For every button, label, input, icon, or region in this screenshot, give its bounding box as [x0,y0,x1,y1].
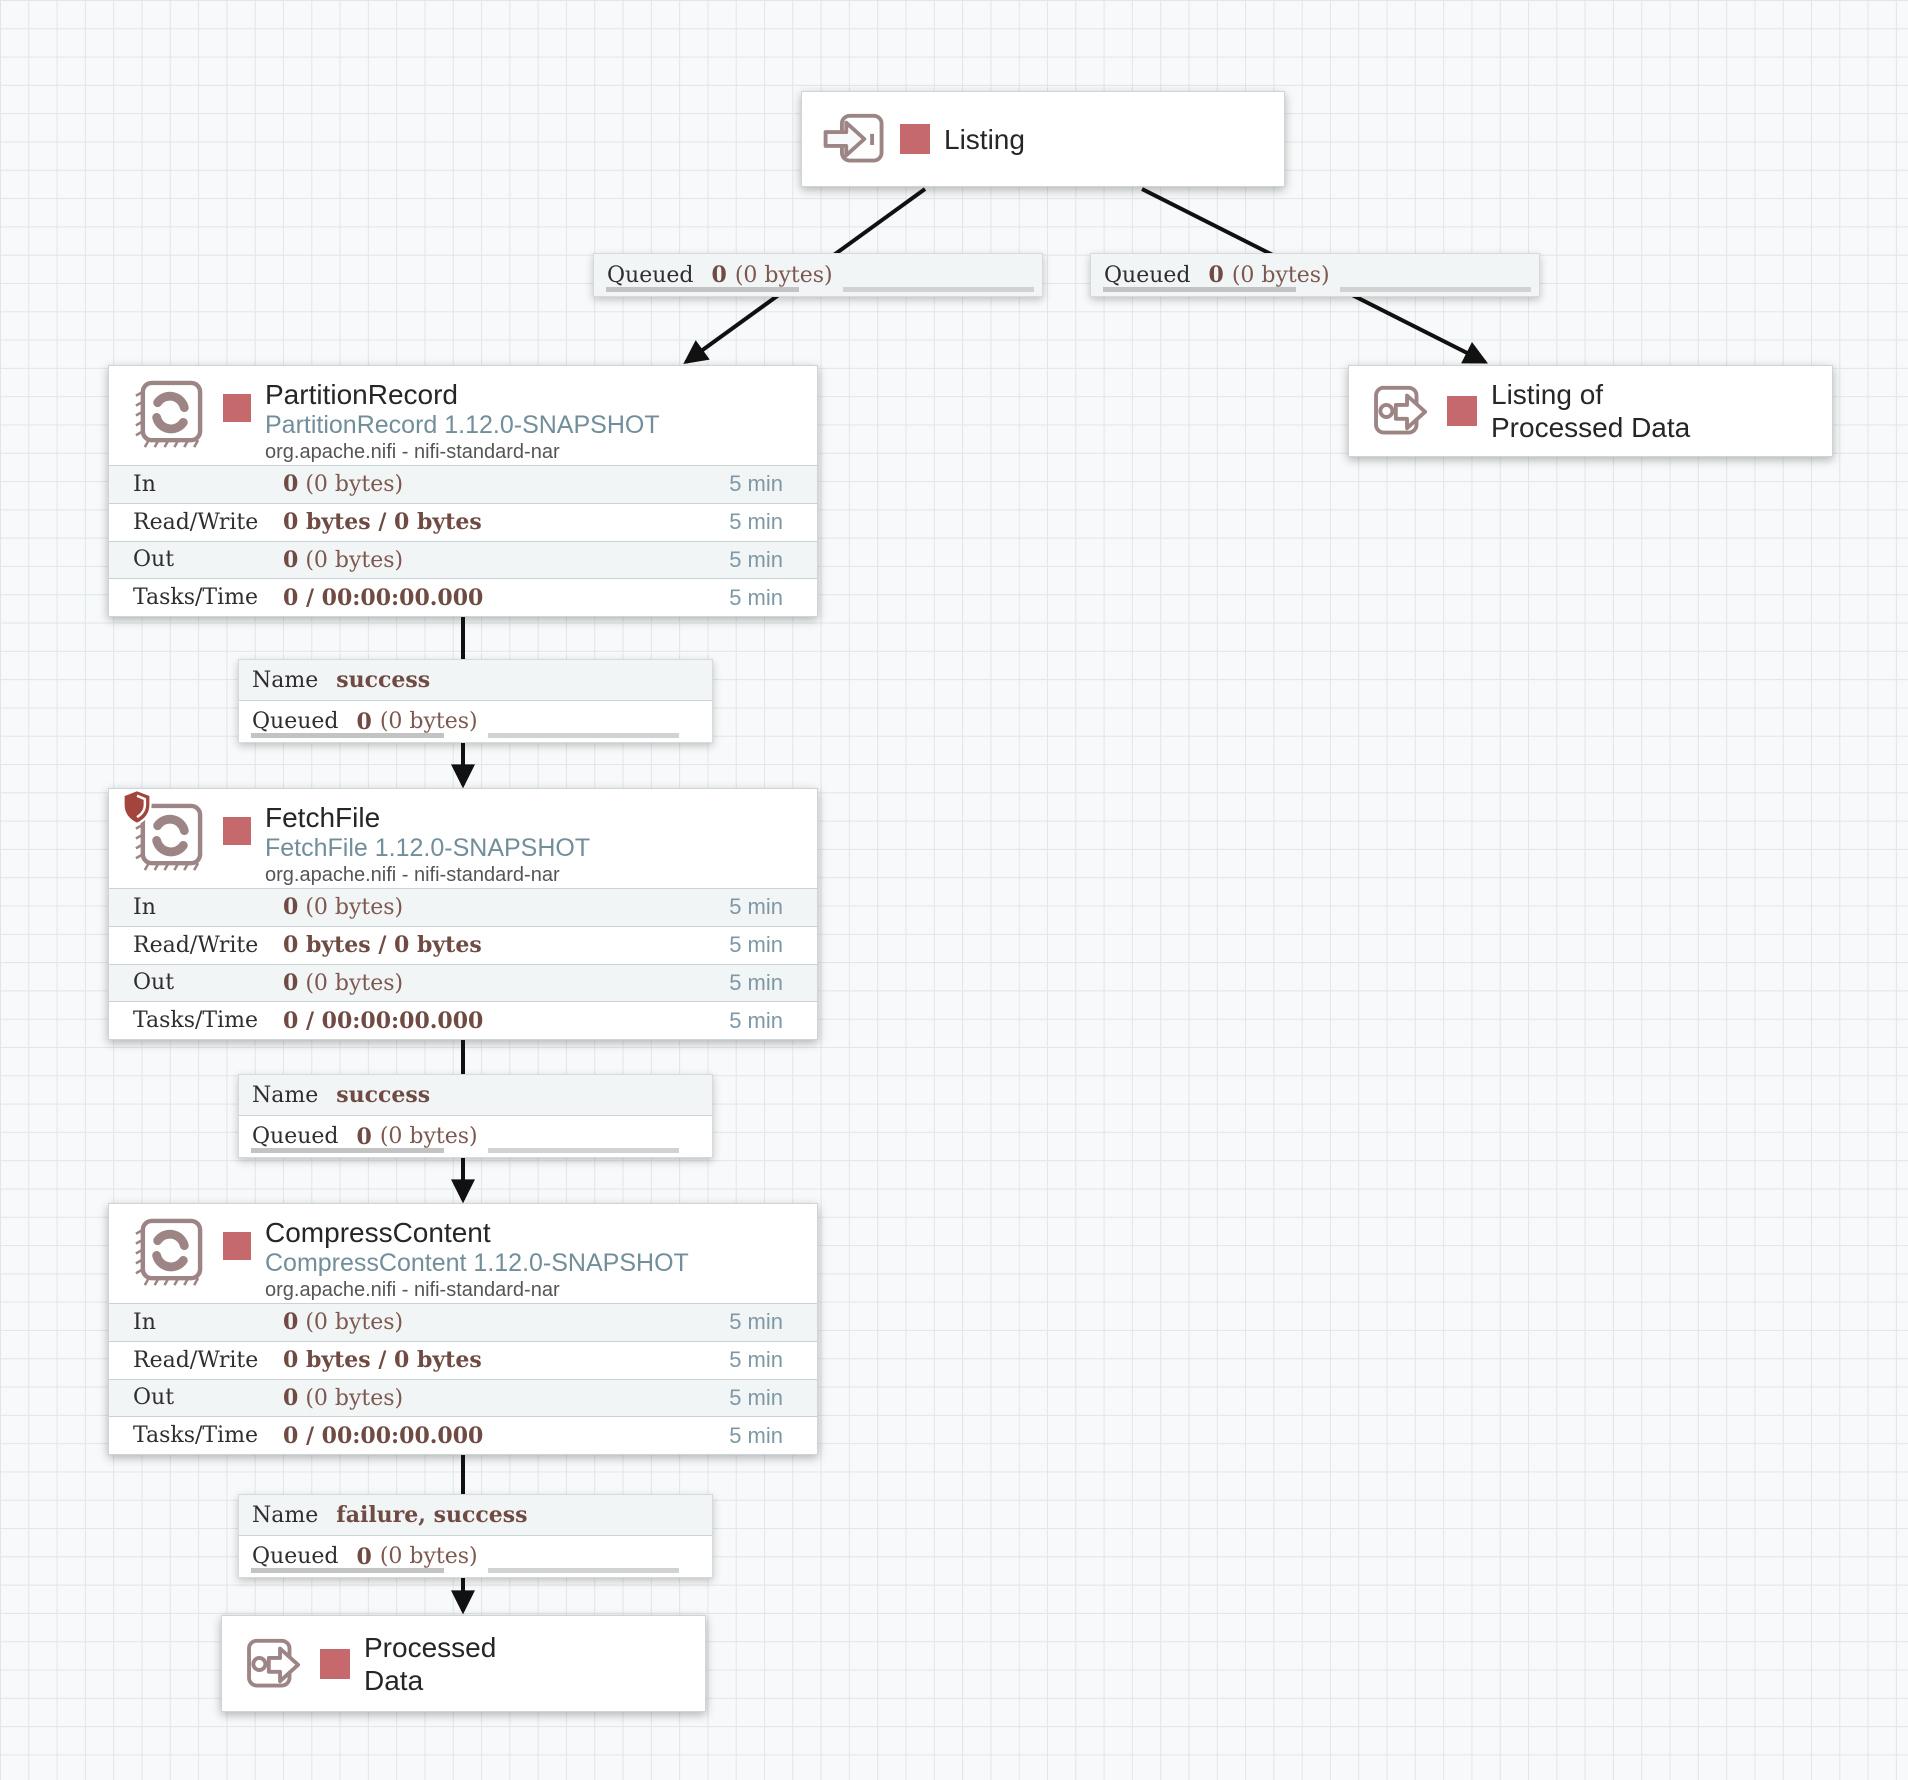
processor-partitionrecord[interactable]: PartitionRecord PartitionRecord 1.12.0-S… [108,365,818,617]
queued-size: (0 bytes) [379,1124,478,1149]
queued-size: (0 bytes) [379,709,478,734]
processor-stats: In 0 (0 bytes) 5 min Read/Write 0 bytes … [109,888,817,1039]
stat-row-readwrite: Read/Write 0 bytes / 0 bytes 5 min [109,925,817,964]
queue-size-bar [1340,287,1531,292]
stopped-state-square [900,124,930,154]
queued-count: 0 [1208,262,1224,288]
queued-label: Queued [1104,262,1191,288]
stat-row-out: Out 0 (0 bytes) 5 min [109,540,817,579]
stopped-state-square [223,817,251,845]
connection-queued-label-left[interactable]: Queued 0 (0 bytes) [593,253,1043,297]
queued-label: Queued [607,262,694,288]
restricted-shield-icon [122,789,152,825]
queue-size-bar [843,287,1034,292]
processor-stats: In 0 (0 bytes) 5 min Read/Write 0 bytes … [109,465,817,616]
queued-size: (0 bytes) [379,1544,478,1569]
stat-row-readwrite: Read/Write 0 bytes / 0 bytes 5 min [109,502,817,541]
stopped-state-square [223,394,251,422]
processor-type-version: FetchFile 1.12.0-SNAPSHOT [265,834,591,862]
processor-type-version: PartitionRecord 1.12.0-SNAPSHOT [265,411,660,439]
connection-queued-label-right[interactable]: Queued 0 (0 bytes) [1090,253,1540,297]
queued-count: 0 [356,1123,372,1150]
processor-name: PartitionRecord [265,379,458,410]
queue-percent-bar [251,733,444,738]
queued-count: 0 [356,1543,372,1570]
queued-label: Queued [252,709,339,734]
queued-count: 0 [711,262,727,288]
processor-bundle: org.apache.nifi - nifi-standard-nar [265,864,560,886]
output-port-processed-data[interactable]: Processed Data [221,1615,706,1712]
queued-size: (0 bytes) [1231,262,1330,288]
input-port-icon [823,113,884,163]
queue-percent-bar [251,1568,444,1573]
processor-name: FetchFile [265,802,381,833]
stat-row-tasks: Tasks/Time 0 / 00:00:00.000 5 min [109,1416,817,1454]
stat-row-tasks: Tasks/Time 0 / 00:00:00.000 5 min [109,1001,817,1039]
stat-row-in: In 0 (0 bytes) 5 min [109,1303,817,1341]
processor-compresscontent[interactable]: CompressContent CompressContent 1.12.0-S… [108,1203,818,1455]
stat-row-out: Out 0 (0 bytes) 5 min [109,1378,817,1417]
processor-stats: In 0 (0 bytes) 5 min Read/Write 0 bytes … [109,1303,817,1454]
relationship-name: failure, success [336,1502,528,1528]
processor-bundle: org.apache.nifi - nifi-standard-nar [265,1279,560,1301]
queue-percent-bar [1103,287,1296,292]
name-label: Name [252,667,319,693]
queued-label: Queued [252,1544,339,1569]
queued-size: (0 bytes) [734,262,833,288]
name-label: Name [252,1082,319,1108]
processor-type-version: CompressContent 1.12.0-SNAPSHOT [265,1249,689,1277]
processor-name: CompressContent [265,1217,491,1248]
stat-row-in: In 0 (0 bytes) 5 min [109,888,817,926]
stopped-state-square [320,1648,350,1679]
port-title: Processed Data [364,1631,497,1696]
stat-row-tasks: Tasks/Time 0 / 00:00:00.000 5 min [109,578,817,616]
output-port-icon [1374,385,1428,435]
processor-icon [135,380,203,448]
queue-size-bar [488,1568,679,1573]
input-port-listing[interactable]: Listing [801,91,1285,187]
stat-row-in: In 0 (0 bytes) 5 min [109,465,817,503]
connection-label-success-1[interactable]: Name success Queued 0 (0 bytes) [238,659,713,743]
connection-label-failure-success[interactable]: Name failure, success Queued 0 (0 bytes) [238,1494,713,1578]
connection-label-success-2[interactable]: Name success Queued 0 (0 bytes) [238,1074,713,1158]
processor-bundle: org.apache.nifi - nifi-standard-nar [265,441,560,463]
queue-percent-bar [606,287,799,292]
relationship-name: success [336,667,431,693]
stat-row-out: Out 0 (0 bytes) 5 min [109,963,817,1002]
output-port-listing-of-processed-data[interactable]: Listing of Processed Data [1348,365,1833,457]
processor-icon [135,803,203,871]
queue-percent-bar [251,1148,444,1153]
stopped-state-square [1447,396,1477,426]
queue-size-bar [488,733,679,738]
port-title: Listing of Processed Data [1491,379,1691,443]
stopped-state-square [223,1232,251,1260]
processor-fetchfile[interactable]: FetchFile FetchFile 1.12.0-SNAPSHOT org.… [108,788,818,1040]
queue-size-bar [488,1148,679,1153]
stat-row-readwrite: Read/Write 0 bytes / 0 bytes 5 min [109,1340,817,1379]
output-port-icon [247,1638,301,1687]
name-label: Name [252,1502,319,1528]
queued-count: 0 [356,708,372,735]
processor-icon [135,1218,203,1286]
queued-label: Queued [252,1124,339,1149]
relationship-name: success [336,1082,431,1108]
port-title: Listing [944,123,1025,155]
